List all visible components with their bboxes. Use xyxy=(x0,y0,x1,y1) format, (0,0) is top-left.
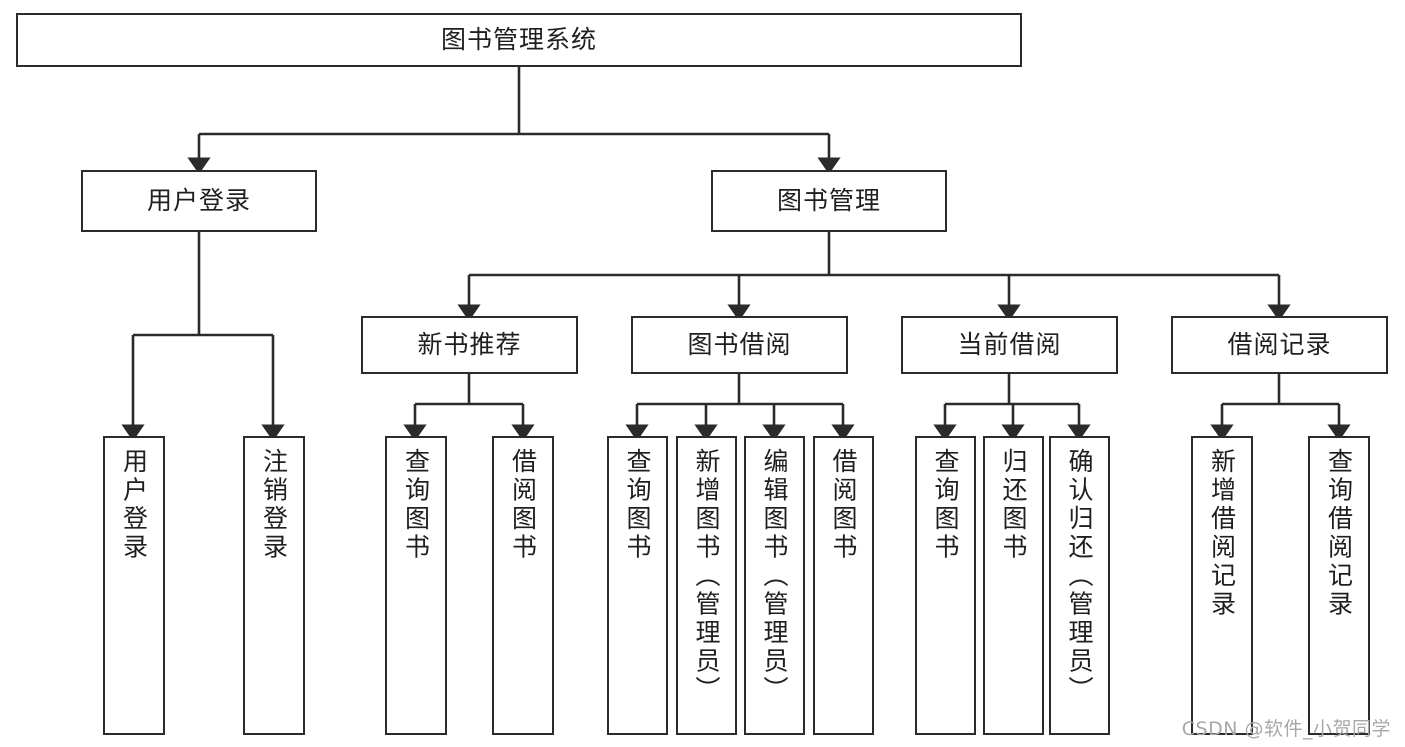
node-label: 图书管理系统 xyxy=(440,25,597,55)
leaf-add-book-admin[interactable]: 新增图书（管理员） xyxy=(676,436,737,735)
node-book-borrowing[interactable]: 图书借阅 xyxy=(631,316,848,374)
csdn-watermark: CSDN @软件_小贺同学 xyxy=(1181,718,1391,740)
node-label: 确认归还（管理员） xyxy=(1065,448,1094,705)
node-label: 查询借阅记录 xyxy=(1324,448,1354,619)
leaf-query-borrow-record[interactable]: 查询借阅记录 xyxy=(1308,436,1370,735)
leaf-borrow-books-new[interactable]: 借阅图书 xyxy=(492,436,554,735)
node-label: 查询图书 xyxy=(623,448,652,562)
leaf-query-books-current[interactable]: 查询图书 xyxy=(915,436,976,735)
node-book-management[interactable]: 图书管理 xyxy=(711,170,947,232)
node-label: 借阅记录 xyxy=(1227,330,1332,360)
node-current-borrowing[interactable]: 当前借阅 xyxy=(901,316,1118,374)
node-label: 图书借阅 xyxy=(687,330,792,360)
leaf-query-books-new[interactable]: 查询图书 xyxy=(385,436,447,735)
node-label: 当前借阅 xyxy=(957,330,1062,360)
leaf-return-books[interactable]: 归还图书 xyxy=(983,436,1044,735)
node-borrow-records[interactable]: 借阅记录 xyxy=(1171,316,1388,374)
leaf-user-login[interactable]: 用户登录 xyxy=(103,436,165,735)
node-label: 注销登录 xyxy=(259,448,289,562)
node-label: 归还图书 xyxy=(999,448,1028,562)
node-label: 查询图书 xyxy=(401,448,431,562)
node-label: 新增借阅记录 xyxy=(1207,448,1237,619)
leaf-query-books-borrow[interactable]: 查询图书 xyxy=(607,436,668,735)
node-label: 用户登录 xyxy=(146,186,251,216)
node-label: 图书管理 xyxy=(776,186,881,216)
node-user-login[interactable]: 用户登录 xyxy=(81,170,317,232)
leaf-add-borrow-record[interactable]: 新增借阅记录 xyxy=(1191,436,1253,735)
node-label: 借阅图书 xyxy=(508,448,538,562)
leaf-edit-book-admin[interactable]: 编辑图书（管理员） xyxy=(744,436,805,735)
node-label: 借阅图书 xyxy=(829,448,858,562)
leaf-confirm-return-admin[interactable]: 确认归还（管理员） xyxy=(1049,436,1110,735)
leaf-logout[interactable]: 注销登录 xyxy=(243,436,305,735)
node-new-book-recommendation[interactable]: 新书推荐 xyxy=(361,316,578,374)
node-label: 新书推荐 xyxy=(417,330,522,360)
node-root-book-management-system[interactable]: 图书管理系统 xyxy=(16,13,1022,67)
node-label: 编辑图书（管理员） xyxy=(760,448,789,705)
leaf-borrow-books[interactable]: 借阅图书 xyxy=(813,436,874,735)
node-label: 新增图书（管理员） xyxy=(692,448,721,705)
node-label: 查询图书 xyxy=(931,448,960,562)
node-label: 用户登录 xyxy=(119,448,149,562)
